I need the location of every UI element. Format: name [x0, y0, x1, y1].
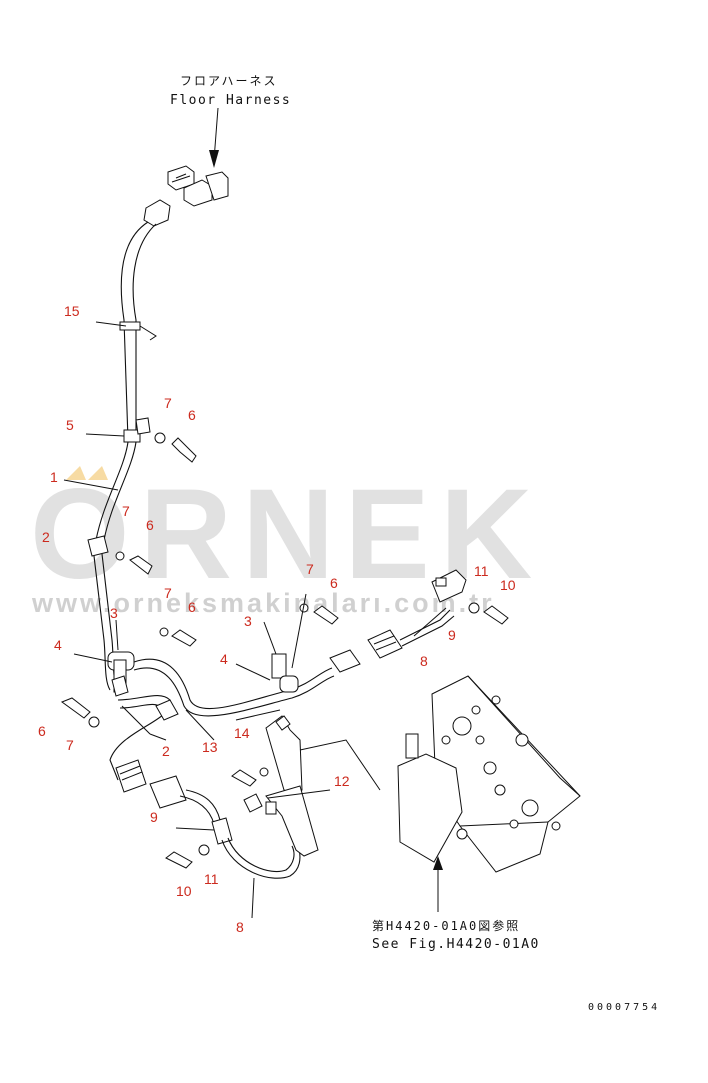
- part-callouts: 15 5 7 6 1 7 2 6 3 7 6 4 6 7 2 13 14 7 6…: [38, 303, 516, 935]
- callout-7: 7: [306, 561, 314, 577]
- callout-9: 9: [448, 627, 456, 643]
- callout-15: 15: [64, 303, 80, 319]
- clamp-right: [271, 653, 299, 693]
- callout-10: 10: [500, 577, 516, 593]
- leader-lines: [63, 321, 447, 919]
- see-figure-label-jp: 第H4420-01A0図参照: [372, 918, 520, 933]
- callout-7: 7: [122, 503, 130, 519]
- callout-11: 11: [474, 563, 489, 579]
- valve-block: [397, 675, 581, 873]
- callout-7: 7: [66, 737, 74, 753]
- watermark-logo-accent-icon: [66, 466, 108, 480]
- drawing-code: 00007754: [588, 1002, 660, 1013]
- arrow-head-icon: [209, 150, 219, 168]
- harness-lower-left: [109, 658, 335, 879]
- callout-1: 1: [50, 469, 58, 485]
- see-figure-label-en: See Fig.H4420-01A0: [372, 937, 540, 952]
- callout-8: 8: [236, 919, 244, 935]
- floor-harness-label-jp: フロアハーネス: [180, 74, 278, 88]
- callout-6: 6: [188, 599, 196, 615]
- watermark-brand: ORNEK: [30, 463, 542, 606]
- callout-3: 3: [110, 605, 118, 621]
- callout-4: 4: [220, 651, 228, 667]
- callout-7: 7: [164, 585, 172, 601]
- callout-6: 6: [38, 723, 46, 739]
- floor-harness-connectors: [167, 165, 229, 207]
- washer-bolt-upper: [154, 432, 197, 463]
- callout-12: 12: [334, 773, 350, 789]
- main-harness: [87, 199, 171, 691]
- callout-7: 7: [164, 395, 172, 411]
- callout-4: 4: [54, 637, 62, 653]
- solenoid: [397, 753, 463, 863]
- junction-lower: [87, 535, 109, 557]
- callout-2: 2: [42, 529, 50, 545]
- harness-connector-top: [143, 199, 171, 227]
- callout-11: 11: [204, 871, 219, 887]
- callout-10: 10: [176, 883, 192, 899]
- callout-8: 8: [420, 653, 428, 669]
- callout-13: 13: [202, 739, 218, 755]
- callout-6: 6: [146, 517, 154, 533]
- callout-3: 3: [244, 613, 252, 629]
- clamp-left: [107, 651, 135, 697]
- callout-2: 2: [162, 743, 170, 759]
- floor-harness-label-en: Floor Harness: [170, 93, 291, 108]
- washer-bolt-left-group: [60, 602, 509, 869]
- bracket-assembly: [243, 715, 319, 857]
- connector-pair-mid: [329, 569, 467, 673]
- callout-6: 6: [330, 575, 338, 591]
- callout-5: 5: [66, 417, 74, 433]
- callout-14: 14: [234, 725, 250, 741]
- callout-9: 9: [150, 809, 158, 825]
- callout-6: 6: [188, 407, 196, 423]
- washer-bolt-mid: [115, 551, 153, 575]
